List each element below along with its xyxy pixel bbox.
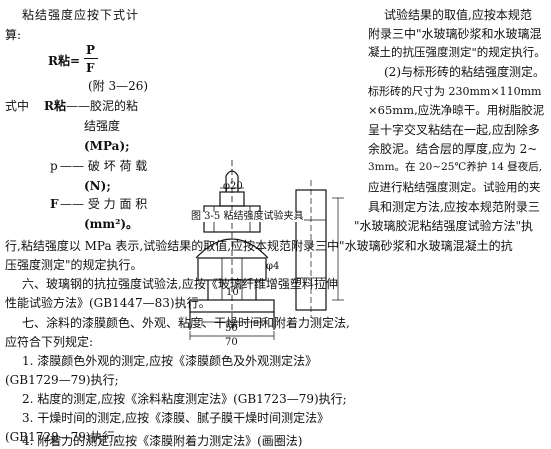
body-line: 六、玻璃钢的抗拉强度试验法,应按《玻璃纤维增强塑料拉伸 (22, 277, 338, 291)
figure-dim-10: 10 (226, 287, 239, 298)
body-line: (GB1729—79)执行; (5, 373, 119, 387)
formula-intro-line2: 算: (5, 28, 22, 42)
right-line: 试验结果的取值,应按本规范 (384, 8, 532, 22)
right-line: ×65mm,应洗净晾干。用树脂胶泥 (368, 103, 545, 117)
where-label: 式中 (5, 99, 30, 113)
r-unit: (MPa); (84, 139, 130, 153)
formula-intro-line1: 粘结强度应按下式计 (22, 8, 140, 22)
right-line: 标形砖的尺寸为 230mm×110mm (368, 85, 542, 98)
figure-caption: 图 3-5 粘结强度试验夹具 (190, 211, 305, 222)
right-line: 呈十字交叉粘结在一起,应刮除多 (368, 123, 540, 137)
p-symbol: p (50, 159, 58, 173)
body-line: 性能试验方法》(GB1447—83)执行。 (5, 296, 211, 310)
right-line: 附录三中"水玻璃砂浆和水玻璃混 (368, 27, 542, 41)
body-line: 行,粘结强度以 MPa 表示,试验结果的取值,应按本规范附录三中"水玻璃砂浆和水… (5, 239, 513, 253)
f-symbol: F (50, 197, 59, 211)
right-line: 应进行粘结强度测定。试验用的夹 (368, 180, 541, 194)
formula-numerator: P (86, 43, 96, 57)
r-definition-cont: 结强度 (84, 119, 121, 133)
right-line: "水玻璃胶泥粘结强度试验方法"执 (354, 219, 534, 233)
body-line: 2. 粘度的测定,应按《涂料粘度测定法》(GB1723—79)执行; (22, 392, 347, 406)
formula-denominator: F (86, 61, 95, 75)
body-line: 4. 附着力的测定,应按《漆膜附着力测定法》(画圈法) (22, 434, 303, 448)
body-line: 3. 干燥时间的测定,应按《漆膜、腻子膜干燥时间测定法》 (22, 411, 330, 425)
f-definition: —— 受 力 面 积 (60, 197, 148, 211)
r-symbol: R粘 (44, 99, 66, 113)
figure-dim-phi4: φ4 (266, 261, 280, 272)
r-definition: ——胶泥的粘 (66, 99, 139, 113)
right-line: 3mm。在 20~25℃养护 14 昼夜后, (368, 161, 543, 173)
p-definition: —— 破 坏 荷 载 (60, 159, 148, 173)
body-line: (GB1728—79)执行; (5, 430, 119, 444)
right-line: (2)与标形砖的粘结强度测定。 (384, 65, 545, 79)
fraction-bar (84, 58, 98, 59)
body-line: 应符合下列规定: (5, 335, 94, 349)
p-unit: (N); (84, 179, 111, 193)
figure-dim-50: 50 (225, 323, 238, 334)
figure-dim-phi20: φ20 (223, 181, 243, 192)
formula-lhs: R粘= (48, 54, 81, 68)
right-line: 具和测定方法,应按本规范附录三 (368, 200, 540, 214)
right-line: 余胶泥。结合层的厚度,应为 2~ (368, 142, 538, 156)
body-line: 1. 漆膜颜色外观的测定,应按《漆膜颜色及外观测定法》 (22, 354, 318, 368)
right-line: 凝土的抗压强度测定"的规定执行。 (368, 45, 546, 59)
f-unit: (mm²)。 (84, 217, 139, 231)
body-line: 七、涂料的漆膜颜色、外观、粘度、干燥时间和附着力测定法, (22, 316, 350, 330)
body-line: 压强度测定"的规定执行。 (5, 258, 143, 272)
equation-number: (附 3—26) (88, 79, 149, 93)
figure-dim-70: 70 (225, 337, 238, 348)
